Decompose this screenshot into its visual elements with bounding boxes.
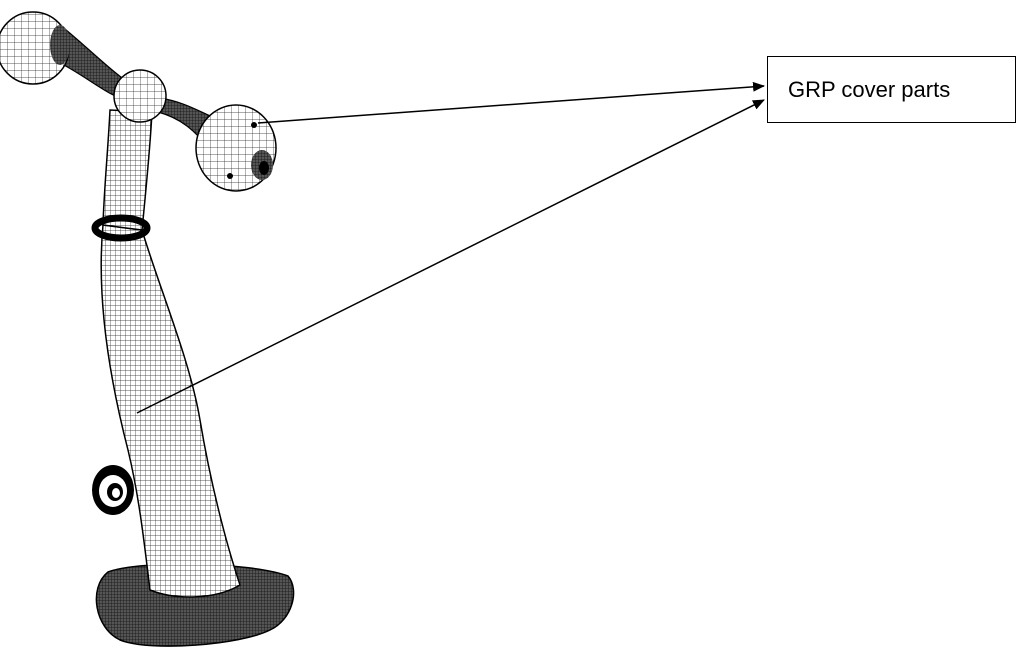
side-ring-fixture: [92, 465, 134, 515]
callout-label-text: GRP cover parts: [788, 76, 951, 102]
left-sphere: [0, 11, 70, 85]
arrow-to-sphere: [257, 81, 765, 124]
callout-label-box: GRP cover parts: [767, 56, 1016, 123]
upper-mast: [102, 109, 153, 231]
hub-sphere: [113, 69, 167, 123]
right-sphere: [195, 104, 277, 192]
mast: [100, 224, 241, 598]
arrow-to-mast: [136, 99, 765, 414]
collar-ring: [91, 214, 151, 242]
